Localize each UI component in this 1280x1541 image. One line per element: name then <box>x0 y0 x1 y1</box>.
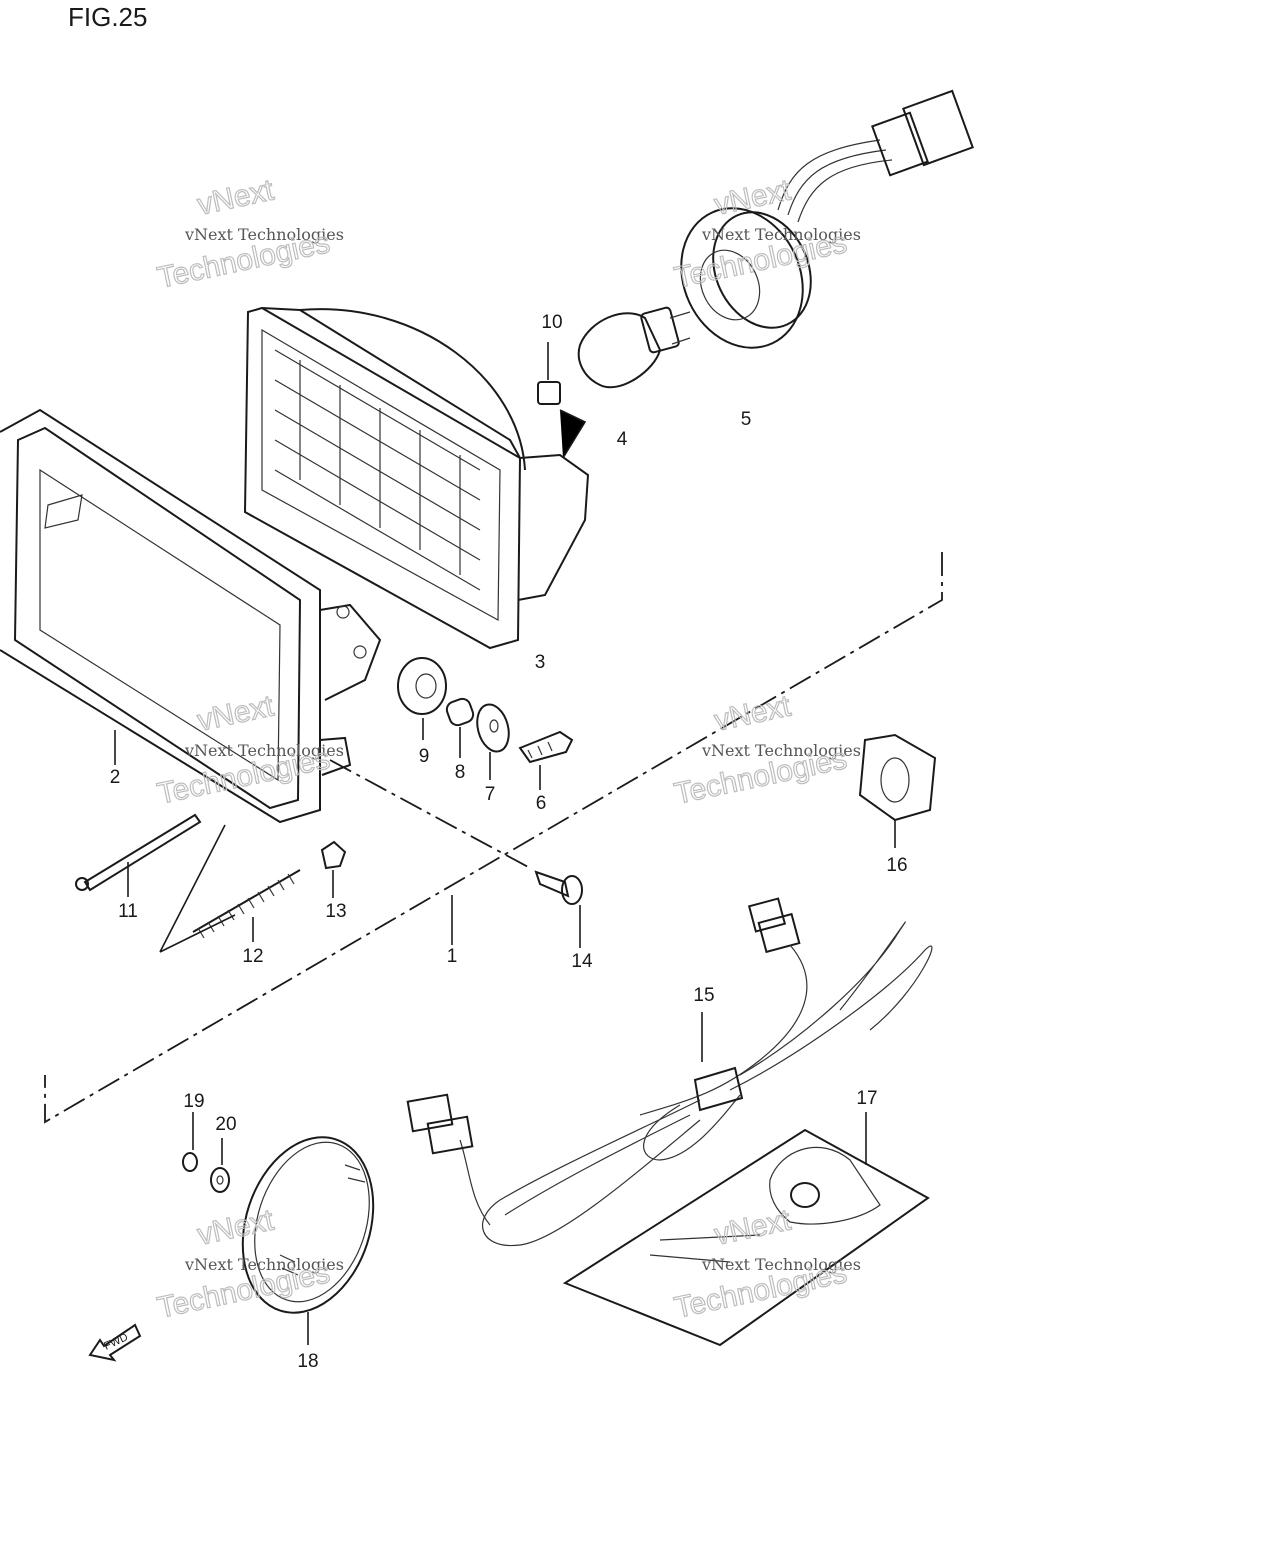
part-6-bolt <box>518 730 574 764</box>
part-19-nut <box>182 1152 198 1172</box>
callout-7: 7 <box>485 784 496 805</box>
assembly-boundary <box>44 552 943 1124</box>
callout-17: 17 <box>856 1088 877 1109</box>
callout-20: 20 <box>215 1114 236 1135</box>
part-11-screw <box>75 813 202 892</box>
callout-13: 13 <box>325 901 346 922</box>
callout-4: 4 <box>617 429 628 450</box>
callout-14: 14 <box>571 951 593 972</box>
callout-11: 11 <box>118 901 138 922</box>
part-10-nut <box>537 381 561 405</box>
callout-16: 16 <box>886 855 907 876</box>
callout-2: 2 <box>110 767 121 788</box>
watermark: vNext vNext Technologies Technologies <box>154 173 344 296</box>
callout-9: 9 <box>419 746 430 767</box>
part-5-socket <box>680 89 974 349</box>
part-8-collar <box>445 697 475 727</box>
callout-5: 5 <box>741 409 752 430</box>
fwd-arrow-icon: FWD <box>88 1323 142 1362</box>
svg-text:vNext Technologies: vNext Technologies <box>701 225 861 244</box>
watermark: vNext vNext Technologies Technologies <box>154 1203 344 1326</box>
part-14-screw <box>534 870 583 905</box>
part-20-washer <box>210 1167 230 1193</box>
callout-18: 18 <box>297 1351 318 1372</box>
part-3-headlight <box>243 306 590 650</box>
svg-text:vNext Technologies: vNext Technologies <box>184 1255 344 1274</box>
callout-3: 3 <box>535 652 546 673</box>
callout-12: 12 <box>242 946 263 967</box>
svg-text:vNext Technologies: vNext Technologies <box>701 741 861 760</box>
part-16-grommet <box>858 733 937 822</box>
callout-6: 6 <box>536 793 547 814</box>
part-18-cover <box>241 1136 375 1314</box>
watermark: vNext vNext Technologies Technologies <box>671 173 861 296</box>
svg-text:vNext Technologies: vNext Technologies <box>701 1255 861 1274</box>
svg-text:vNext Technologies: vNext Technologies <box>184 741 344 760</box>
watermark: vNext vNext Technologies Technologies <box>671 689 861 812</box>
svg-text:vNext Technologies: vNext Technologies <box>184 225 344 244</box>
svg-text:vNext: vNext <box>195 1203 278 1251</box>
figure-title: FIG.25 <box>68 2 147 32</box>
callout-1: 1 <box>447 946 458 967</box>
callout-15: 15 <box>693 985 714 1006</box>
callout-8: 8 <box>455 762 466 783</box>
part-13-clip-nut <box>320 840 347 870</box>
svg-text:vNext: vNext <box>712 1203 795 1251</box>
part-7-washer <box>476 703 510 753</box>
callout-19: 19 <box>183 1091 204 1112</box>
svg-text:vNext: vNext <box>712 689 795 737</box>
part-15-wiring-harness <box>406 897 933 1247</box>
callout-10: 10 <box>541 312 562 333</box>
watermark: vNext vNext Technologies Technologies <box>671 1203 861 1326</box>
part-4-bulb <box>577 306 691 389</box>
svg-text:vNext: vNext <box>712 173 795 221</box>
part-2-bezel <box>0 408 382 824</box>
part-9-grommet <box>397 657 447 715</box>
part-17-pouch <box>562 1128 930 1347</box>
svg-text:vNext: vNext <box>195 689 278 737</box>
svg-text:vNext: vNext <box>195 173 278 221</box>
